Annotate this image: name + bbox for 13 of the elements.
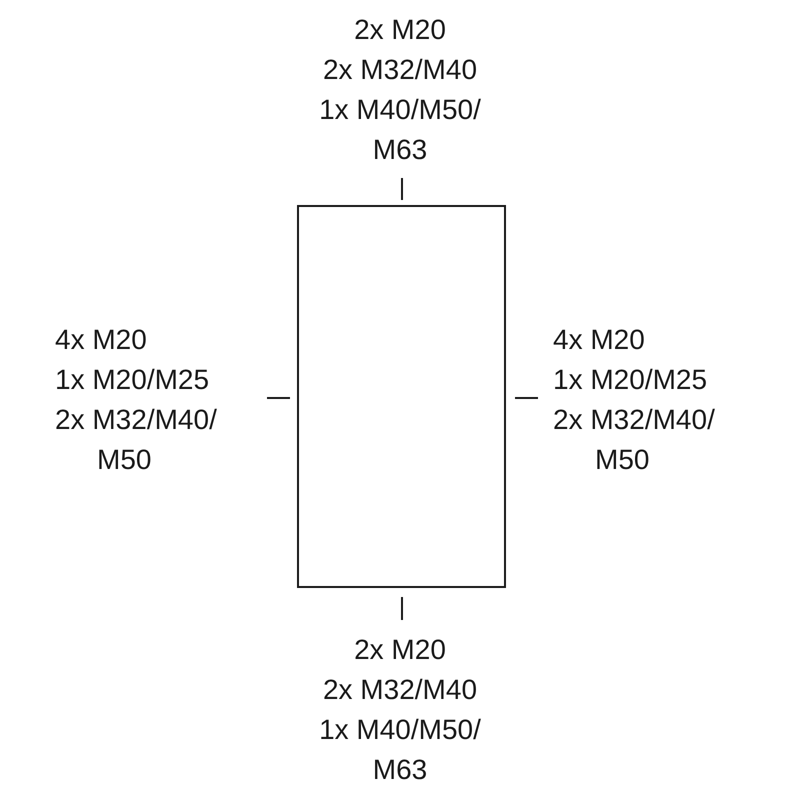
cable-entry-label: 2x M32/M40 [322,53,478,87]
cable-entry-label: 1x M40/M50/ M63 [318,93,482,167]
cable-entry-label: 1x M20/M25 [55,363,210,397]
enclosure-outline [297,205,506,588]
cable-entry-label: 2x M32/M40/ M50 [55,403,218,477]
cable-entry-label: 2x M20 [353,13,447,47]
cable-entry-label: 2x M32/M40/ M50 [553,403,716,477]
cable-entry-label: 1x M40/M50/ M63 [318,713,482,787]
cable-entry-label: 4x M20 [55,323,148,357]
cable-entry-label: 1x M20/M25 [553,363,708,397]
cable-entry-label: 4x M20 [553,323,646,357]
cable-entry-label: 2x M20 [353,633,447,667]
cable-entry-label: 2x M32/M40 [322,673,478,707]
